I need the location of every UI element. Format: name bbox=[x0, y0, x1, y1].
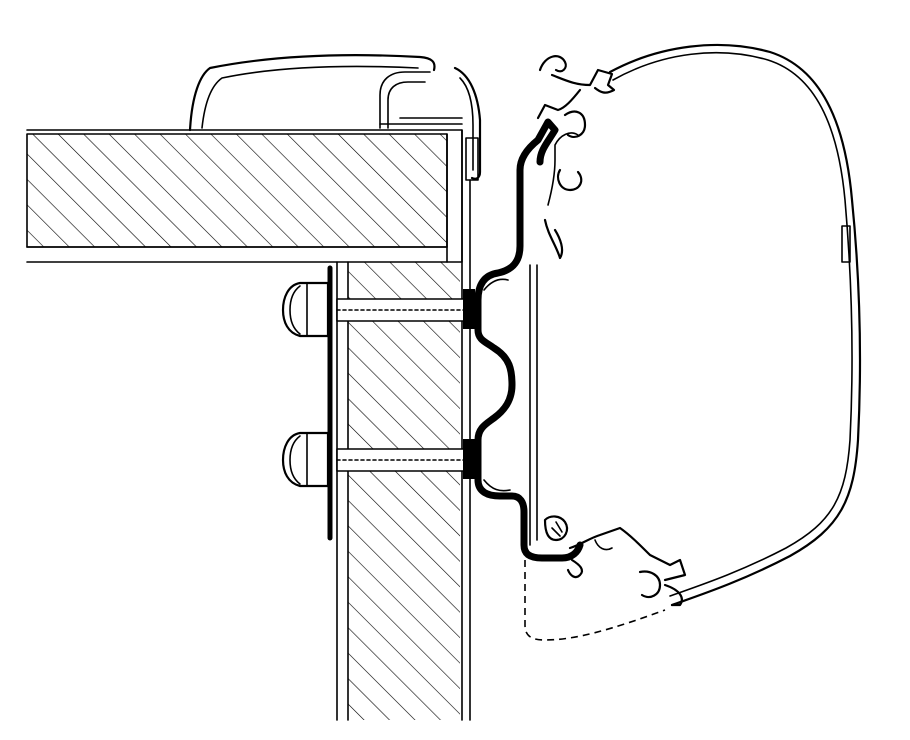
side-wall bbox=[336, 129, 471, 721]
awning-cassette bbox=[524, 43, 862, 641]
lower-bolt bbox=[281, 431, 475, 488]
adapter-bracket bbox=[474, 118, 584, 562]
roof-panel bbox=[26, 129, 463, 263]
upper-bolt bbox=[281, 281, 475, 338]
roof-edge-trim bbox=[188, 54, 482, 181]
